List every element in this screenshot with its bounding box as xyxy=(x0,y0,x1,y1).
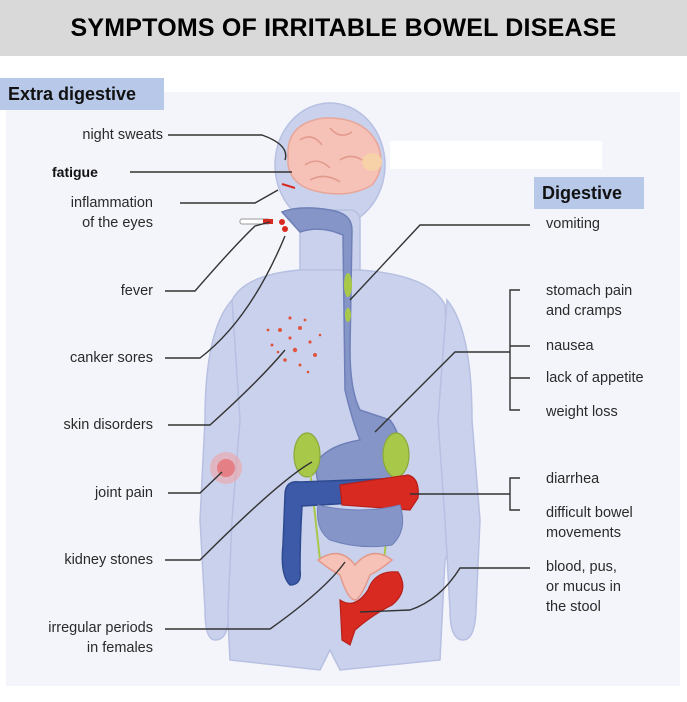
label-night-sweats: night sweats xyxy=(82,127,163,143)
label-fatigue: fatigue xyxy=(52,164,98,180)
section-tag-digestive: Digestive xyxy=(534,177,644,209)
colon xyxy=(281,474,419,646)
label-kidney-stones: kidney stones xyxy=(64,552,153,568)
blank-box xyxy=(390,141,602,169)
label-weight-loss: weight loss xyxy=(546,404,618,420)
uterus xyxy=(316,552,394,601)
connector-lines-left xyxy=(130,134,346,630)
label-canker-sores: canker sores xyxy=(69,350,153,366)
label-difficult-bowel: difficult bowel movements xyxy=(546,505,633,541)
section-tag-extra-digestive: Extra digestive xyxy=(0,78,164,110)
label-joint-pain: joint pain xyxy=(94,485,153,501)
label-skin-disorders: skin disorders xyxy=(63,417,153,433)
label-diarrhea: diarrhea xyxy=(546,471,600,487)
brain xyxy=(287,117,382,195)
face-marks xyxy=(239,183,296,232)
label-fever: fever xyxy=(120,283,153,299)
connector-lines-right xyxy=(349,224,530,613)
label-stomach-pain: stomach pain and cramps xyxy=(546,283,633,319)
kidneys xyxy=(293,432,410,561)
label-lack-appetite: lack of appetite xyxy=(546,370,644,386)
title-bar: SYMPTOMS OF IRRITABLE BOWEL DISEASE xyxy=(0,0,687,56)
page-title: SYMPTOMS OF IRRITABLE BOWEL DISEASE xyxy=(70,13,617,42)
label-irregular-periods: irregular periods in females xyxy=(48,620,153,656)
label-vomiting: vomiting xyxy=(546,216,600,232)
label-nausea: nausea xyxy=(546,338,594,354)
label-inflammation-eyes: inflammation of the eyes xyxy=(70,195,153,231)
label-blood-stool: blood, pus, or mucus in the stool xyxy=(546,559,621,615)
skin-disorder-spots xyxy=(266,316,322,374)
